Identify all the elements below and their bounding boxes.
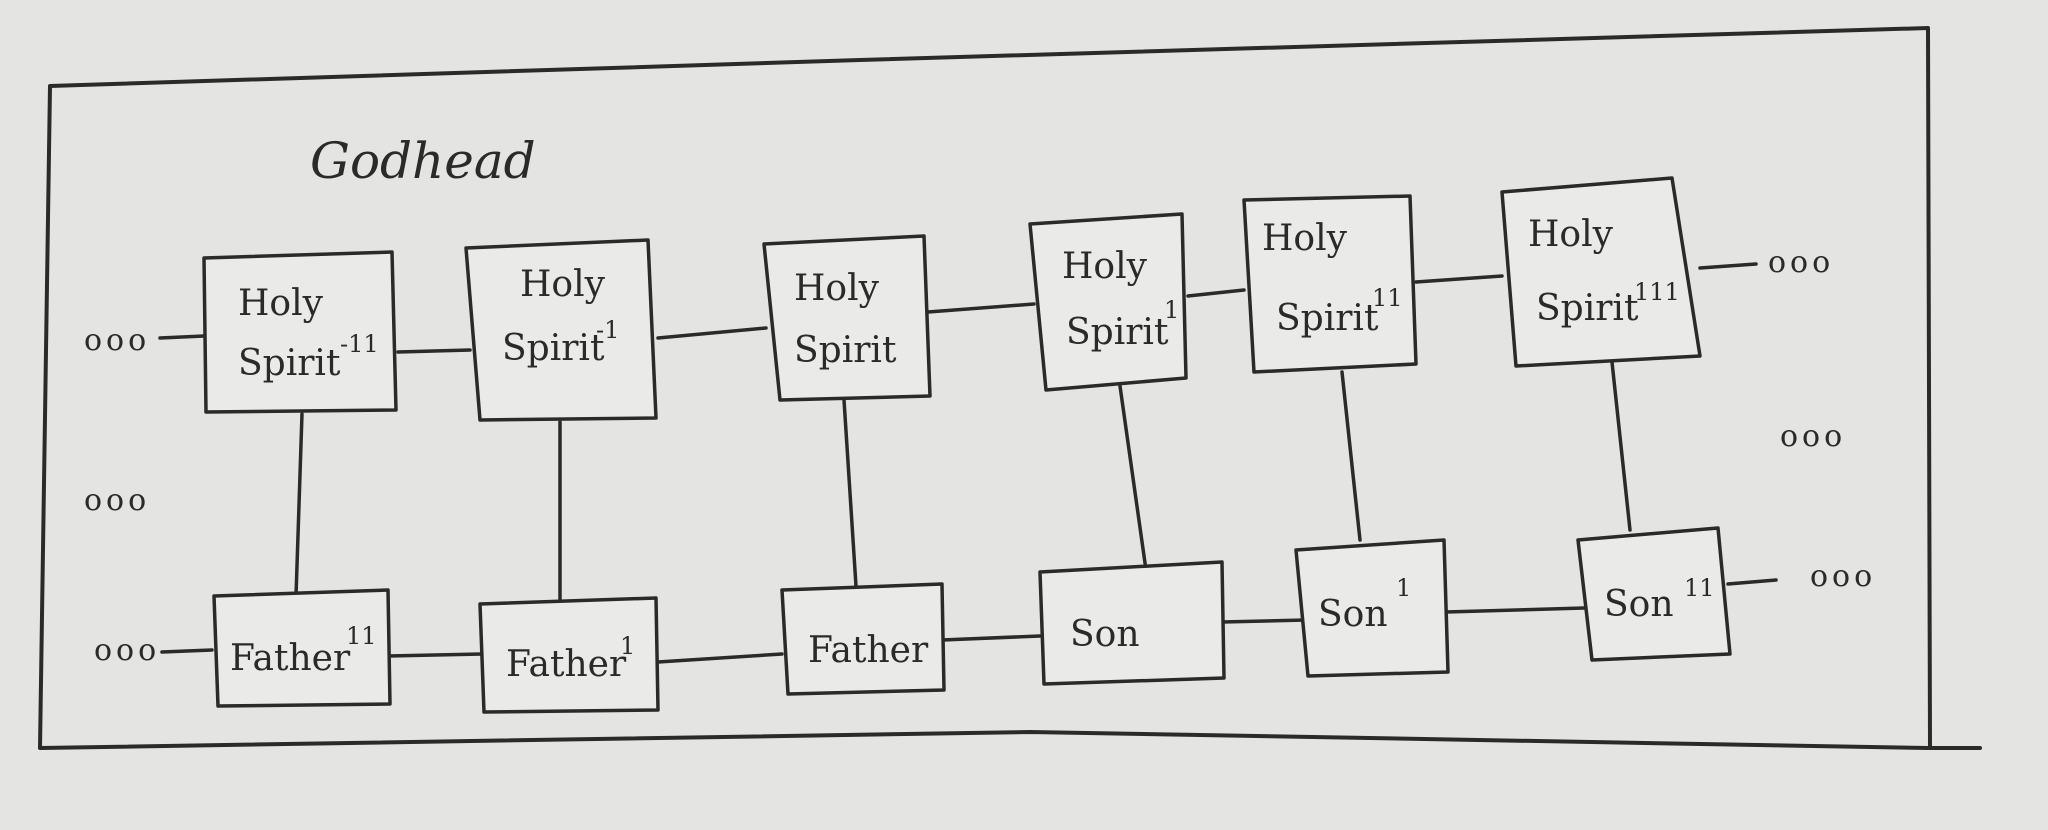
holy-spirit-minus-1-box: Holy Spirit -1 [464, 238, 658, 422]
holy-spirit-box: Holy Spirit [762, 234, 932, 402]
holy-label: Holy [1062, 246, 1148, 287]
spirit-label: Spirit [1536, 288, 1639, 329]
spirit-label: Spirit [1066, 312, 1169, 353]
ellipsis-bottom-right: ooo [1810, 559, 1876, 594]
father-1-box: Father 1 [478, 596, 660, 714]
son-label: Son [1070, 614, 1140, 655]
spirit-label: Spirit [502, 328, 605, 369]
top-row-connectors [158, 262, 1758, 354]
holy-spirit-111-box: Holy Spirit 111 [1500, 176, 1702, 368]
spirit-label: Spirit [238, 343, 341, 384]
top-row-boxes: Holy Spirit -11 Holy Spirit -1 Holy Spir… [202, 176, 1702, 422]
son-label: Son [1604, 584, 1674, 625]
holy-label: Holy [520, 264, 606, 305]
holy-spirit-minus-11-box: Holy Spirit -11 [202, 250, 398, 414]
superscript: -11 [340, 330, 379, 358]
ellipsis-bottom-left: ooo [94, 633, 160, 668]
spirit-label: Spirit [1276, 298, 1379, 339]
son-box: Son [1038, 560, 1226, 686]
ellipsis-middle-left: ooo [84, 483, 150, 518]
superscript: 1 [1164, 296, 1179, 324]
father-11-box: Father 11 [212, 588, 392, 708]
spirit-label: Spirit [794, 330, 897, 371]
bottom-row-boxes: Father 11 Father 1 Father Son Son 1 Son … [212, 526, 1732, 714]
son-11-box: Son 11 [1576, 526, 1732, 662]
father-box: Father [780, 582, 946, 696]
godhead-title: Godhead [310, 132, 536, 190]
superscript: -1 [596, 316, 619, 344]
ellipsis-middle-right: ooo [1780, 419, 1846, 454]
vertical-connectors [294, 360, 1632, 602]
superscript: 11 [1684, 574, 1715, 602]
superscript: 1 [620, 632, 635, 660]
godhead-frame [38, 26, 1982, 750]
holy-label: Holy [1262, 218, 1348, 259]
superscript: 111 [1634, 278, 1680, 306]
holy-label: Holy [1528, 214, 1614, 255]
ellipsis-top-left: ooo [84, 323, 150, 358]
holy-label: Holy [238, 283, 324, 324]
father-label: Father [808, 630, 929, 671]
holy-spirit-1-box: Holy Spirit 1 [1028, 212, 1188, 392]
son-1-box: Son 1 [1294, 538, 1450, 678]
ellipsis-top-right: ooo [1768, 245, 1834, 280]
superscript: 11 [346, 622, 377, 650]
bottom-row-connectors [160, 578, 1778, 664]
continuation-marks: ooo ooo ooo ooo ooo ooo [84, 245, 1876, 668]
holy-spirit-11-box: Holy Spirit 11 [1242, 194, 1418, 374]
son-label: Son [1318, 594, 1388, 635]
father-label: Father [506, 644, 627, 685]
father-label: Father [230, 638, 351, 679]
superscript: 1 [1396, 574, 1411, 602]
superscript: 11 [1372, 284, 1403, 312]
holy-label: Holy [794, 268, 880, 309]
